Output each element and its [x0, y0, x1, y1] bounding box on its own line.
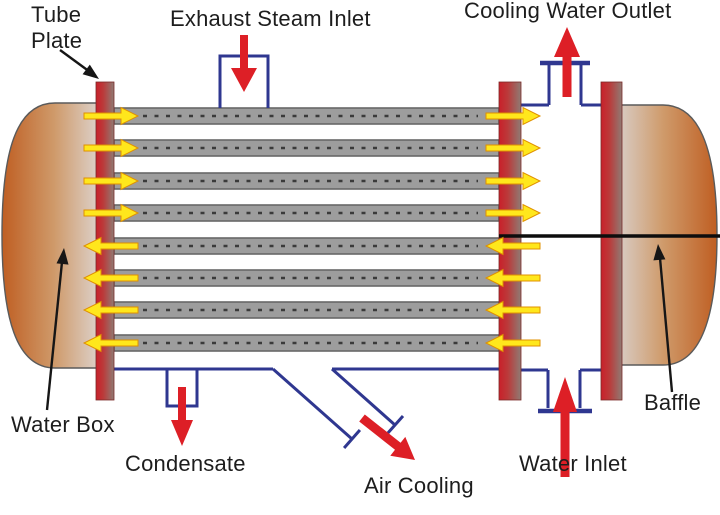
flow-arrow-right	[485, 138, 542, 158]
air-cooling-arrow-diagonal	[359, 414, 415, 460]
flow-arrow-right	[83, 106, 140, 126]
water-box-label: Water Box	[11, 412, 115, 437]
cooling-water-outlet-arrow-up	[554, 27, 580, 97]
condensate-label: Condensate	[125, 451, 246, 476]
flow-arrow-right	[485, 171, 542, 191]
flow-arrow-left	[484, 268, 541, 288]
flow-arrow-right	[83, 171, 140, 191]
air-cooling-offtake	[272, 367, 405, 449]
water-inlet-label: Water Inlet	[519, 451, 627, 476]
flow-arrow-left	[82, 268, 139, 288]
flow-arrow-right	[485, 106, 542, 126]
water-inlet-arrow-up	[553, 377, 577, 477]
water-box-leader	[45, 248, 69, 411]
baffle-label: Baffle	[644, 390, 702, 415]
exhaust-steam-inlet-label: Exhaust Steam Inlet	[170, 6, 371, 31]
baffle-leader	[653, 244, 674, 393]
flow-arrow-left	[484, 333, 541, 353]
flow-arrow-right	[83, 138, 140, 158]
tube-plate-label: Tube Plate	[31, 2, 82, 54]
flow-arrow-right	[83, 203, 140, 223]
flow-arrow-right	[485, 203, 542, 223]
air-cooling-label: Air Cooling	[364, 473, 474, 498]
flow-arrow-left	[484, 300, 541, 320]
flow-arrow-left	[82, 333, 139, 353]
condensate-arrow-down	[171, 387, 193, 446]
left-water-box	[1, 102, 98, 369]
cooling-water-flow-arrows	[82, 106, 542, 353]
tube-plate-leader	[59, 49, 99, 79]
flow-arrow-left	[82, 300, 139, 320]
cooling-water-outlet-nozzle	[521, 60, 601, 107]
tube-plate-label-line1: Tube	[31, 2, 82, 27]
flow-arrow-left	[82, 236, 139, 256]
exhaust-steam-arrow-down	[231, 35, 257, 92]
tube-plate-label-line2: Plate	[31, 27, 83, 53]
flow-arrow-left	[484, 236, 541, 256]
tube-bundle	[113, 107, 500, 352]
cooling-water-outlet-label: Cooling Water Outlet	[464, 0, 672, 23]
right-end-plate	[600, 81, 623, 401]
